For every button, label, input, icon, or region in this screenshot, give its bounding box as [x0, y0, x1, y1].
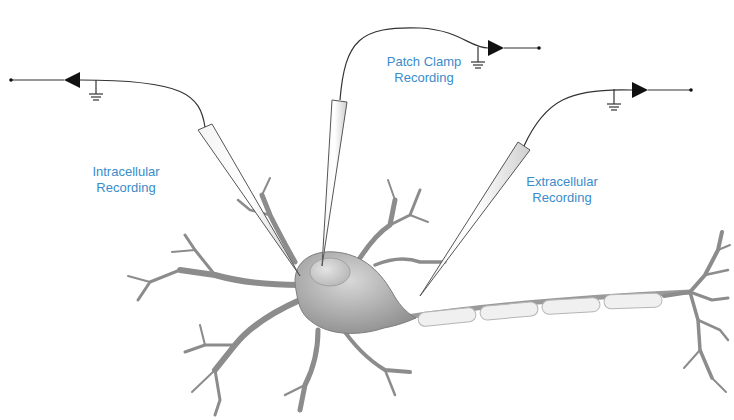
patch-clamp-electrode	[537, 46, 541, 50]
extracellular-electrode	[611, 109, 617, 110]
extracellular-electrode	[609, 106, 619, 107]
intracellular-electrode	[198, 124, 300, 276]
label-text: Intracellular Recording	[92, 164, 159, 195]
axon-terminal	[698, 320, 728, 340]
extracellular-electrode	[613, 89, 614, 104]
intracellular-electrode	[95, 80, 96, 94]
myelin-sheath	[417, 293, 662, 327]
label-text: Patch Clamp Recording	[387, 54, 461, 85]
extracellular-electrode	[648, 89, 690, 90]
dendrites	[360, 200, 395, 258]
axon-terminal	[712, 378, 726, 392]
soma	[295, 252, 416, 334]
dendrites	[192, 370, 215, 392]
label-text: Extracellular Recording	[526, 174, 598, 205]
intracellular-electrode	[80, 80, 205, 127]
dendrites	[138, 270, 180, 300]
intracellular-electrode	[9, 72, 300, 276]
patch-clamp-electrode	[471, 47, 485, 68]
dendrites	[300, 330, 318, 410]
extracellular-electrode	[632, 82, 648, 98]
extracellular-electrode	[420, 82, 693, 296]
intracellular-electrode	[12, 79, 64, 80]
myelin-sheath	[480, 301, 539, 320]
recording-label: Intracellular Recording	[74, 164, 178, 196]
axon-terminal	[664, 232, 730, 392]
patch-clamp-electrode	[488, 40, 504, 56]
intracellular-electrode	[64, 72, 80, 88]
axon-terminal	[705, 270, 728, 275]
myelin-sheath	[542, 297, 601, 314]
intracellular-electrode	[89, 80, 103, 100]
patch-clamp-electrode	[477, 47, 478, 62]
intracellular-electrode	[91, 96, 101, 97]
myelin-sheath	[604, 293, 662, 309]
recording-label: Patch Clamp Recording	[372, 54, 476, 86]
dendrites	[185, 235, 215, 275]
dendrites	[375, 259, 445, 265]
intracellular-electrode	[89, 93, 103, 94]
dendrites	[285, 385, 305, 395]
axon-terminal	[664, 232, 722, 296]
axon-terminal	[718, 245, 730, 250]
recording-label: Extracellular Recording	[510, 174, 614, 206]
axon-terminal	[690, 292, 712, 378]
dendrites	[410, 215, 428, 222]
dendrites	[185, 345, 235, 352]
patch-clamp-electrode	[475, 67, 481, 68]
extracellular-electrode	[607, 103, 621, 104]
patch-clamp-electrode	[322, 100, 347, 266]
patch-clamp-electrode	[504, 47, 538, 48]
nucleus	[310, 258, 350, 286]
extracellular-electrode	[607, 89, 621, 110]
intracellular-electrode	[93, 99, 99, 100]
patch-clamp-electrode	[473, 64, 483, 65]
patch-clamp-electrode	[340, 28, 488, 100]
dendrites	[128, 276, 150, 282]
intracellular-electrode	[9, 78, 13, 82]
dendrites	[215, 370, 220, 415]
dendrites	[200, 325, 205, 345]
patch-clamp-electrode	[322, 28, 541, 266]
axon-terminal	[690, 292, 728, 300]
dendrites	[128, 178, 445, 415]
patch-clamp-electrode	[471, 61, 485, 62]
extracellular-electrode	[420, 142, 530, 296]
myelin-sheath	[417, 307, 476, 327]
dendrites	[262, 178, 270, 195]
extracellular-electrode	[689, 88, 693, 92]
dendrites	[215, 300, 300, 370]
dendrites	[388, 180, 395, 200]
dendrites	[180, 270, 300, 285]
dendrites	[390, 190, 420, 225]
extracellular-electrode	[524, 90, 632, 146]
axon-terminal	[684, 350, 700, 368]
dendrites	[172, 250, 195, 252]
dendrites	[385, 370, 395, 395]
